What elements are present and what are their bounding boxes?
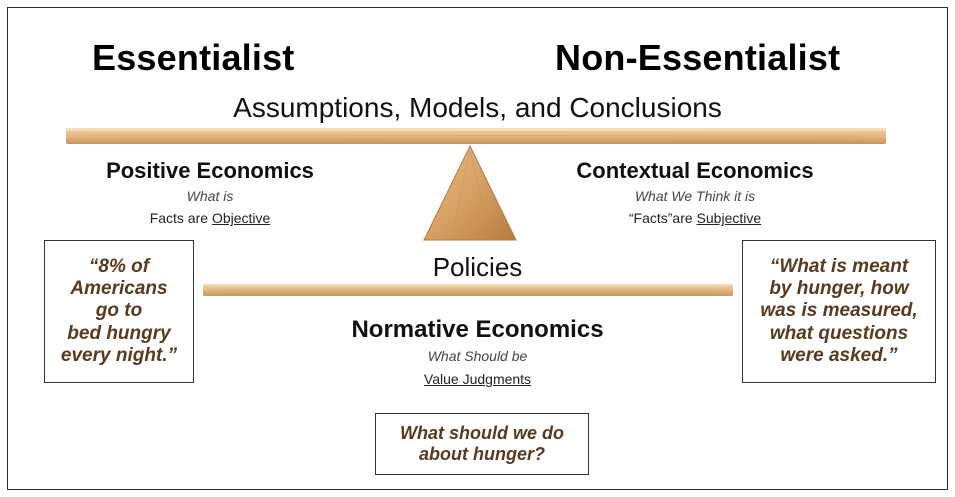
contextual-economics-block: Contextual Economics What We Think it is…: [555, 158, 835, 226]
contextual-facts-line: “Facts”are Subjective: [555, 211, 835, 225]
bottom-quote-text: What should we do about hunger?: [400, 423, 564, 464]
non-essentialist-heading: Non-Essentialist: [555, 37, 841, 78]
positive-economics-title: Positive Economics: [106, 158, 314, 183]
positive-facts-line: Facts are Objective: [85, 211, 335, 225]
positive-facts-underlined: Objective: [211, 210, 271, 226]
top-beam: [66, 128, 886, 144]
policies-label: Policies: [432, 252, 523, 282]
normative-economics-block: Normative Economics What Should be Value…: [0, 316, 955, 387]
bottom-quote-box: What should we do about hunger?: [375, 413, 589, 475]
contextual-subtitle: What We Think it is: [634, 188, 756, 204]
positive-economics-block: Positive Economics What is Facts are Obj…: [85, 158, 335, 226]
positive-facts-prefix: Facts are: [149, 210, 212, 226]
essentialist-heading: Essentialist: [92, 37, 295, 78]
normative-value-judgments: Value Judgments: [0, 372, 955, 386]
left-quote-text: “8% of Americans go to bed hungry every …: [60, 256, 178, 366]
contextual-facts-underlined: Subjective: [696, 210, 762, 226]
policy-beam: [203, 284, 733, 296]
normative-economics-title: Normative Economics: [351, 316, 604, 343]
contextual-facts-prefix: “Facts”are: [628, 210, 697, 226]
beam-label: Assumptions, Models, and Conclusions: [233, 92, 722, 123]
right-quote-text: “What is meant by hunger, how was is mea…: [760, 256, 918, 366]
left-quote-box: “8% of Americans go to bed hungry every …: [44, 240, 194, 383]
contextual-economics-title: Contextual Economics: [576, 158, 814, 183]
normative-subtitle: What Should be: [427, 348, 528, 364]
slide-border: [7, 7, 948, 490]
fulcrum-triangle: [423, 144, 517, 241]
positive-subtitle: What is: [186, 188, 234, 204]
normative-value-judgments-text: Value Judgments: [423, 371, 532, 387]
right-quote-box: “What is meant by hunger, how was is mea…: [742, 240, 936, 383]
